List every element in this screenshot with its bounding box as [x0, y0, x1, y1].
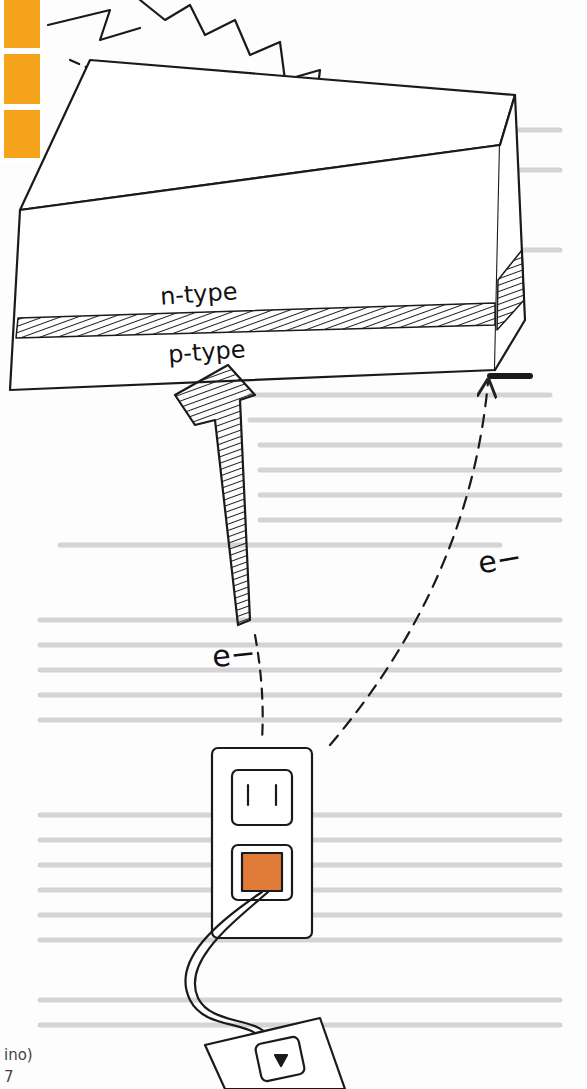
indicator — [275, 1055, 287, 1066]
layer-label: p-type — [167, 337, 246, 366]
socket — [232, 770, 292, 825]
current-arrow — [175, 365, 255, 625]
power-cord — [195, 892, 270, 1038]
junction-layer — [497, 250, 524, 330]
electron-label: e− — [211, 638, 257, 672]
plug — [242, 853, 282, 891]
electron-path — [255, 635, 263, 740]
margin-note: 7 — [4, 1070, 14, 1085]
power-strip — [205, 1018, 345, 1089]
cell-front-face — [10, 145, 500, 390]
contact-mark — [490, 373, 530, 379]
electron-path — [330, 382, 488, 745]
junction-layer — [16, 303, 495, 338]
electron-label: e− — [476, 541, 524, 578]
light-ray — [48, 10, 140, 40]
socket — [255, 1036, 306, 1082]
margin-note: ino) — [4, 1048, 33, 1063]
wall-outlet — [212, 748, 312, 938]
cell-side-face — [495, 95, 525, 370]
layer-label: n-type — [159, 279, 238, 308]
page-tabs — [0, 0, 46, 162]
